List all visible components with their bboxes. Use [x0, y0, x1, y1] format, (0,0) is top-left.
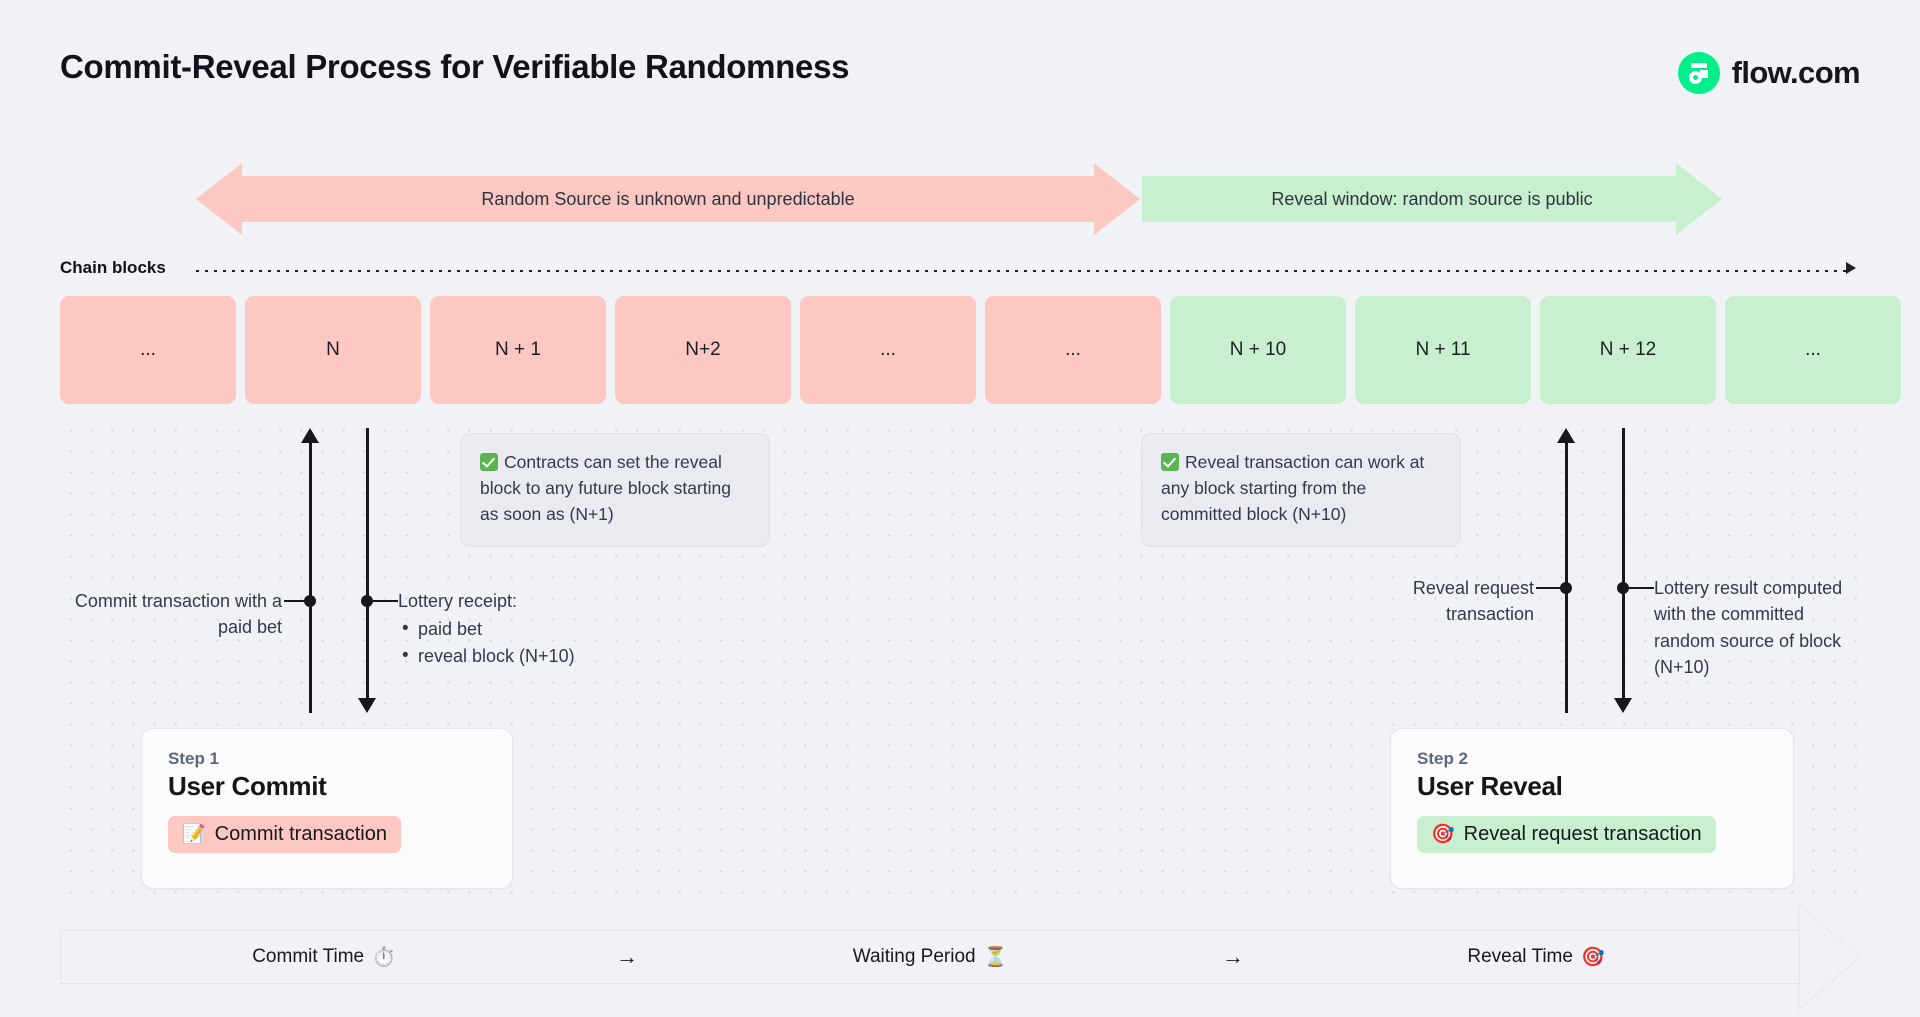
- result-leader-line: [1628, 587, 1654, 589]
- step-2-title: User Reveal: [1417, 771, 1563, 801]
- chain-block-row: ... N N + 1 N+2 ... ... N + 10 N + 11 N …: [60, 296, 1901, 404]
- memo-icon: 📝: [182, 824, 206, 845]
- step-card-user-commit[interactable]: Step 1 User Commit 📝 Commit transaction: [141, 728, 513, 889]
- chain-block[interactable]: ...: [800, 296, 976, 404]
- list-item: reveal block (N+10): [398, 642, 658, 670]
- chip-reveal-request-transaction[interactable]: 🎯 Reveal request transaction: [1417, 816, 1716, 853]
- step-2-kicker: Step 2: [1417, 749, 1469, 768]
- chain-rail: [196, 270, 1851, 272]
- chip-commit-transaction-label: Commit transaction: [214, 823, 387, 845]
- result-arrow-head-icon: [1614, 698, 1632, 713]
- chip-commit-transaction[interactable]: 📝 Commit transaction: [168, 816, 401, 853]
- chain-block[interactable]: N + 11: [1355, 296, 1531, 404]
- step-1-kicker: Step 1: [168, 749, 220, 768]
- bottom-timeline: Commit Time ⏱️ → Waiting Period ⏳ → Reve…: [60, 930, 1800, 984]
- annotation-lottery-receipt: Lottery receipt: paid bet reveal block (…: [398, 588, 658, 670]
- chain-block-label: N + 11: [1415, 339, 1471, 360]
- receipt-arrow-dot: [361, 595, 373, 607]
- step-1-title: User Commit: [168, 771, 327, 801]
- lottery-receipt-title: Lottery receipt:: [398, 591, 518, 611]
- callout-commit-note-text: Contracts can set the reveal block to an…: [480, 452, 731, 524]
- chain-block[interactable]: N: [245, 296, 421, 404]
- timeline-segment-waiting-label: Waiting Period: [852, 946, 976, 967]
- chain-block[interactable]: ...: [60, 296, 236, 404]
- commit-arrow-dot: [304, 595, 316, 607]
- chain-block[interactable]: N + 12: [1540, 296, 1716, 404]
- chain-block[interactable]: N + 10: [1170, 296, 1346, 404]
- receipt-arrow-line: [366, 428, 369, 700]
- callout-reveal-note: Reveal transaction can work at any block…: [1141, 433, 1461, 547]
- chain-block[interactable]: N + 1: [430, 296, 606, 404]
- reveal-arrow-dot: [1560, 582, 1572, 594]
- banner-reveal-window: Reveal window: random source is public: [1142, 163, 1722, 235]
- callout-reveal-note-text: Reveal transaction can work at any block…: [1161, 452, 1425, 524]
- banner-random-unknown: Random Source is unknown and unpredictab…: [196, 163, 1140, 235]
- receipt-leader-line: [372, 600, 398, 602]
- chain-block-label: N + 12: [1599, 339, 1657, 360]
- chain-block[interactable]: N+2: [615, 296, 791, 404]
- lottery-receipt-list: paid bet reveal block (N+10): [398, 615, 658, 670]
- timeline-separator-1: →: [616, 944, 638, 969]
- chain-block-label: N + 1: [495, 339, 541, 360]
- result-arrow-dot: [1617, 582, 1629, 594]
- target-icon: 🎯: [1431, 824, 1455, 845]
- chain-block[interactable]: ...: [1725, 296, 1901, 404]
- chain-rail-arrow-icon: [1846, 262, 1856, 274]
- chain-block[interactable]: ...: [985, 296, 1161, 404]
- timeline-segment-waiting: Waiting Period ⏳: [667, 946, 1193, 968]
- step-card-user-reveal[interactable]: Step 2 User Reveal 🎯 Reveal request tran…: [1390, 728, 1794, 889]
- commit-arrow-head-icon: [301, 428, 319, 443]
- chain-block-label: ...: [880, 339, 896, 360]
- reveal-arrow-line: [1565, 441, 1568, 713]
- commit-arrow-line: [309, 441, 312, 713]
- brand-name: flow.com: [1731, 55, 1861, 90]
- chain-block-label: N+2: [685, 339, 721, 360]
- result-arrow-line: [1622, 428, 1625, 700]
- reveal-leader-line: [1536, 587, 1564, 589]
- chain-blocks-label: Chain blocks: [60, 258, 166, 277]
- callout-commit-note: Contracts can set the reveal block to an…: [460, 433, 770, 547]
- chain-block-label: ...: [1065, 339, 1081, 360]
- chain-block-label: ...: [140, 339, 156, 360]
- commit-leader-line: [284, 600, 310, 602]
- banner-random-unknown-label: Random Source is unknown and unpredictab…: [481, 188, 855, 209]
- timeline-segment-reveal-label: Reveal Time: [1467, 946, 1573, 967]
- check-icon: [480, 453, 498, 471]
- timeline-segment-commit: Commit Time ⏱️: [61, 946, 587, 968]
- phase-banner-row: Random Source is unknown and unpredictab…: [0, 163, 1920, 235]
- timeline-segment-commit-label: Commit Time: [252, 946, 365, 967]
- page-title: Commit-Reveal Process for Verifiable Ran…: [60, 48, 850, 85]
- annotation-commit-transaction: Commit transaction with a paid bet: [74, 591, 282, 638]
- flow-logo-icon: [1677, 52, 1720, 94]
- timeline-separator-2: →: [1222, 944, 1244, 969]
- stopwatch-icon: ⏱️: [372, 946, 396, 968]
- hourglass-icon: ⏳: [983, 946, 1008, 968]
- timeline-arrow-icon: [1799, 905, 1859, 1009]
- target-icon: 🎯: [1580, 946, 1605, 968]
- chain-block-label: N: [326, 339, 340, 360]
- receipt-arrow-head-icon: [358, 698, 376, 713]
- brand-logo: flow.com: [1677, 52, 1861, 94]
- list-item: paid bet: [398, 615, 658, 643]
- chain-block-label: ...: [1805, 339, 1821, 360]
- banner-reveal-window-label: Reveal window: random source is public: [1271, 188, 1593, 209]
- chain-block-label: N + 10: [1229, 339, 1287, 360]
- timeline-segment-reveal: Reveal Time 🎯: [1273, 946, 1799, 968]
- annotation-lottery-result: Lottery result computed with the committ…: [1654, 578, 1843, 677]
- chip-reveal-request-transaction-label: Reveal request transaction: [1463, 823, 1702, 845]
- reveal-arrow-head-icon: [1557, 428, 1575, 443]
- annotation-reveal-request: Reveal request transaction: [1412, 578, 1534, 625]
- check-icon: [1161, 453, 1179, 471]
